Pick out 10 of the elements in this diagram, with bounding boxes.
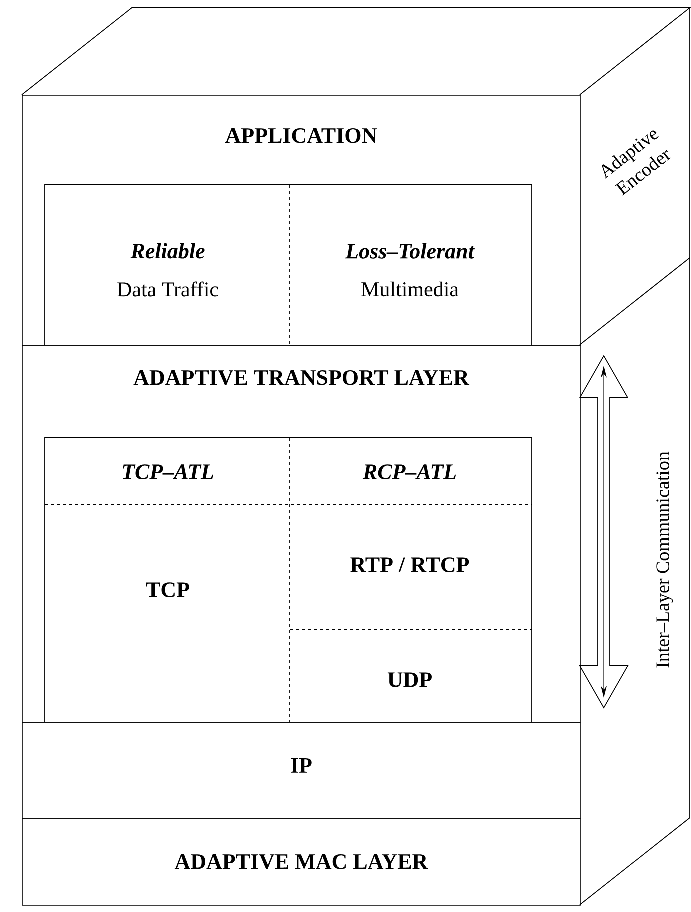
layer-band: IP <box>22 722 581 819</box>
cell-text: TCP–ATL <box>123 464 214 480</box>
cell-text: Reliable Data Traffic <box>118 243 218 297</box>
layer-band: ADAPTIVE MAC LAYER <box>22 818 581 906</box>
cell-text: TCP <box>146 582 190 598</box>
cell-text: RCP–ATL <box>362 464 456 480</box>
cell-text: UDP <box>388 672 432 688</box>
face-label: Inter–Layer Communication <box>656 452 674 668</box>
cell-text: Loss–Tolerant Multimedia <box>345 243 475 297</box>
cell-text: RTP / RTCP <box>350 558 470 572</box>
